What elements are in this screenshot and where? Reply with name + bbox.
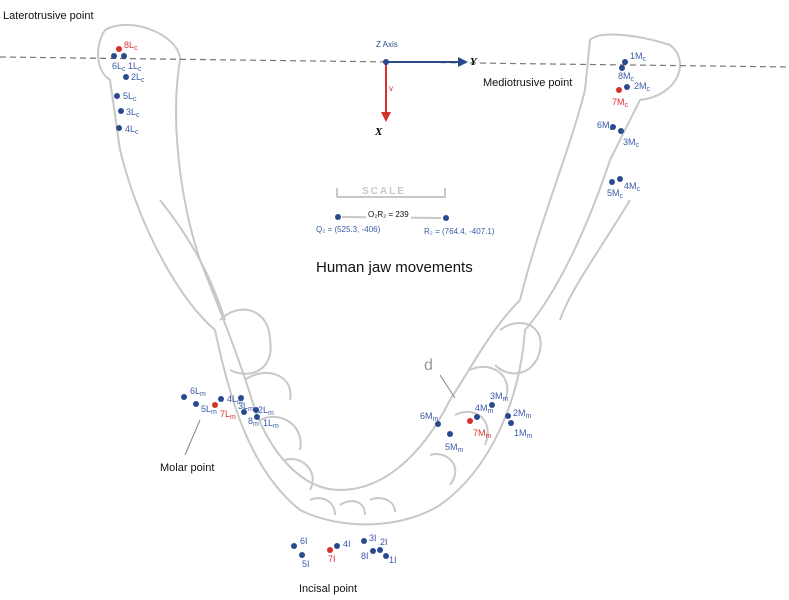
point-7I-marker	[327, 547, 333, 553]
point-5Mm-marker	[447, 431, 453, 437]
point-2Lm-marker	[253, 407, 259, 413]
point-3Mc-marker	[618, 128, 624, 134]
y-axis-label: Y	[470, 56, 477, 68]
point-2Mm-marker	[505, 413, 511, 419]
point-6Lm-label: 6Lm	[190, 386, 206, 398]
point-2Mc-label: 2Mc	[634, 81, 651, 93]
point-3I-label: 3I	[369, 533, 377, 543]
point-6Mc-label: 6Mc	[597, 120, 614, 132]
point-1Mc-marker	[622, 59, 628, 65]
point-1Mm-label: 1Mm	[514, 428, 533, 440]
point-5Lc-marker	[114, 93, 120, 99]
mediotrusive-point-label: Mediotrusive point	[483, 77, 573, 89]
point-4Lc-marker	[116, 125, 122, 131]
q2-point	[335, 214, 341, 220]
r2-coordinates: R₂ = (764.4, -407.1)	[424, 227, 495, 236]
point-8m-label: 8m	[248, 416, 259, 428]
point-1Mc-label: 1Mc	[630, 51, 647, 63]
point-8I-marker	[370, 548, 376, 554]
point-6Mm-marker	[435, 421, 441, 427]
point-5Mm-label: 5Mm	[445, 442, 464, 454]
diagram-title: Human jaw movements	[316, 259, 473, 276]
point-1Lm-label: 1Lm	[263, 418, 279, 430]
x-axis-label: X	[375, 126, 383, 138]
point-5I-label: 5I	[302, 559, 310, 569]
point-3Lc-label: 3Lc	[126, 107, 140, 119]
point-2Lm-label: 2Lm	[258, 405, 274, 417]
molar-point-label: Molar point	[160, 462, 215, 474]
point-5Lc-label: 5Lc	[123, 91, 137, 103]
point-1Lc-label: 1Lc	[128, 61, 142, 73]
point-5Mc-label: 5Mc	[607, 188, 624, 200]
point-2Mm-label: 2Mm	[513, 408, 532, 420]
origin-point	[383, 59, 389, 65]
scale-distance: O₂R₂ = 239	[366, 210, 411, 219]
z-axis-label: Z Axis	[376, 40, 398, 49]
tooth-marker: d	[424, 357, 433, 374]
point-3Lc-marker	[118, 108, 124, 114]
point-2Lc-label: 2Lc	[131, 72, 145, 84]
point-8m-marker	[241, 409, 247, 415]
point-2I-marker	[377, 547, 383, 553]
y-axis-arrowhead	[458, 57, 468, 67]
point-6I-label: 6I	[300, 536, 308, 546]
point-4Mc-marker	[617, 176, 623, 182]
point-3Lm-label: 3Lm	[238, 401, 254, 413]
v-label: v	[389, 84, 393, 93]
point-5I-marker	[299, 552, 305, 558]
point-7Mc-label: 7Mc	[612, 97, 629, 109]
point-5Mc-marker	[609, 179, 615, 185]
point-7Lm-label: 7Lm	[220, 409, 236, 421]
point-4Mm-label: 4Mm	[475, 403, 494, 415]
point-2Lc-marker	[123, 74, 129, 80]
point-8Lc-label: 8Lc	[124, 40, 138, 52]
q2-coordinates: Q₂ = (525.3, -406)	[316, 225, 381, 234]
point-4I-label: 4I	[343, 539, 351, 549]
point-4Lm-marker	[218, 396, 224, 402]
point-7I-label: 7I	[328, 554, 336, 564]
point-6I-marker	[291, 543, 297, 549]
point-4I-marker	[334, 543, 340, 549]
point-5Lm-marker	[193, 401, 199, 407]
point-4Mc-label: 4Mc	[624, 181, 641, 193]
x-axis-arrowhead	[381, 112, 391, 122]
point-8Mc-label: 8Mc	[618, 71, 635, 83]
point-5Lm-label: 5Lm	[201, 404, 217, 416]
point-6Lm-marker	[181, 394, 187, 400]
point-3I-marker	[361, 538, 367, 544]
point-8Mc-marker	[619, 65, 625, 71]
point-2I-label: 2I	[380, 537, 388, 547]
point-1Lm-marker	[254, 414, 260, 420]
point-1I-marker	[383, 553, 389, 559]
point-2Mc-marker	[624, 84, 630, 90]
point-4Lm-label: 4Lm	[227, 394, 243, 406]
point-7Mm-label: 7Mm	[473, 428, 492, 440]
point-6Mc-marker	[610, 124, 616, 130]
scale-label: SCALE	[362, 186, 406, 197]
point-6Lc-marker	[111, 53, 117, 59]
point-7Lm-marker	[212, 402, 218, 408]
point-4Lc-label: 4Lc	[125, 124, 139, 136]
point-7Mc-marker	[616, 87, 622, 93]
laterotrusive-point-label: Laterotrusive point	[3, 10, 94, 22]
point-6Mm-label: 6Mm	[420, 411, 439, 423]
r2-point	[443, 215, 449, 221]
point-8I-label: 8I	[361, 551, 369, 561]
point-3Lm-marker	[238, 395, 244, 401]
incisal-point-label: Incisal point	[299, 583, 358, 595]
point-3Mc-label: 3Mc	[623, 137, 640, 149]
point-4Mm-marker	[474, 414, 480, 420]
point-6Lc-label: 6Lc	[112, 61, 126, 73]
point-1Mm-marker	[508, 420, 514, 426]
point-3Mm-label: 3Mm	[490, 391, 509, 403]
point-8Lc-marker	[116, 46, 122, 52]
point-1I-label: 1I	[389, 555, 397, 565]
point-7Mm-marker	[467, 418, 473, 424]
point-3Mm-marker	[489, 402, 495, 408]
point-1Lc-marker	[121, 53, 127, 59]
